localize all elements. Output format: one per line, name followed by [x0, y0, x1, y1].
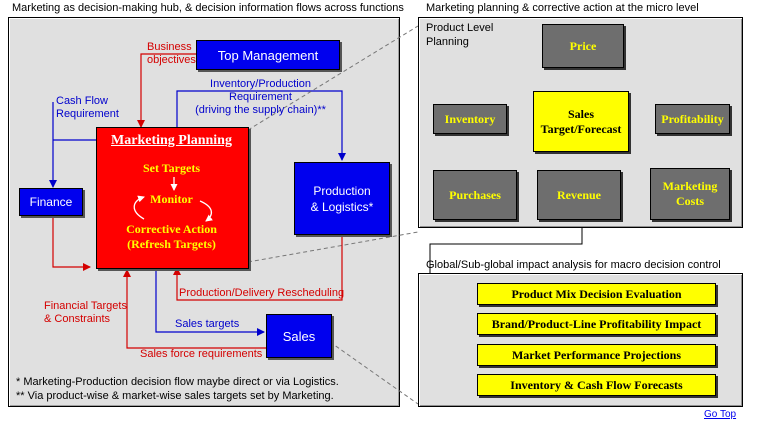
marketing-costs-box: Marketing Costs	[650, 168, 730, 220]
sales-targets-label: Sales targets	[175, 318, 240, 330]
go-top-link[interactable]: Go Top	[704, 409, 737, 420]
left-panel-caption: Marketing as decision-making hub, & deci…	[12, 2, 404, 14]
sales-box: Sales	[266, 314, 332, 358]
inventory-box: Inventory	[433, 104, 507, 134]
footnote-targets: ** Via product-wise & market-wise sales …	[16, 390, 334, 402]
finance-box: Finance	[19, 188, 83, 216]
monitor-cycle-arrows	[133, 177, 213, 222]
financial-targets-label: Financial Targets & Constraints	[44, 300, 127, 325]
set-targets-label: Set Targets	[143, 161, 200, 175]
cash-flow-label: Cash Flow Requirement	[56, 95, 119, 120]
macro-item-product-mix: Product Mix Decision Evaluation	[477, 283, 716, 305]
production-logistics-box: Production & Logistics*	[294, 162, 390, 235]
inventory-requirement-label: Inventory/Production Requirement (drivin…	[195, 78, 326, 116]
purchases-box: Purchases	[433, 170, 517, 220]
top-management-box: Top Management	[196, 40, 340, 70]
footnotes: * Marketing-Production decision flow may…	[16, 375, 339, 403]
revenue-box: Revenue	[537, 170, 621, 220]
sales-force-label: Sales force requirements	[140, 348, 263, 360]
footnote-production: * Marketing-Production decision flow may…	[16, 376, 339, 388]
product-level-title: Product Level Planning	[426, 22, 494, 48]
business-objectives-label: Business objectives	[147, 41, 196, 66]
sales-target-box: Sales Target/Forecast	[533, 91, 629, 152]
marketing-planning-box	[96, 127, 249, 269]
micro-panel-caption: Marketing planning & corrective action a…	[426, 2, 699, 14]
marketing-planning-title: Marketing Planning	[111, 133, 232, 148]
macro-panel-caption: Global/Sub-global impact analysis for ma…	[426, 259, 721, 271]
macro-item-inventory-cashflow: Inventory & Cash Flow Forecasts	[477, 374, 716, 396]
macro-item-brand-profitability: Brand/Product-Line Profitability Impact	[477, 313, 716, 335]
corrective-action-label: Corrective Action	[126, 222, 217, 236]
price-box: Price	[542, 24, 624, 68]
macro-item-market-performance: Market Performance Projections	[477, 344, 716, 366]
monitor-label: Monitor	[150, 192, 193, 206]
refresh-targets-label: (Refresh Targets)	[127, 237, 216, 251]
production-rescheduling-label: Production/Delivery Rescheduling	[179, 287, 345, 299]
profitability-box: Profitability	[655, 104, 730, 134]
